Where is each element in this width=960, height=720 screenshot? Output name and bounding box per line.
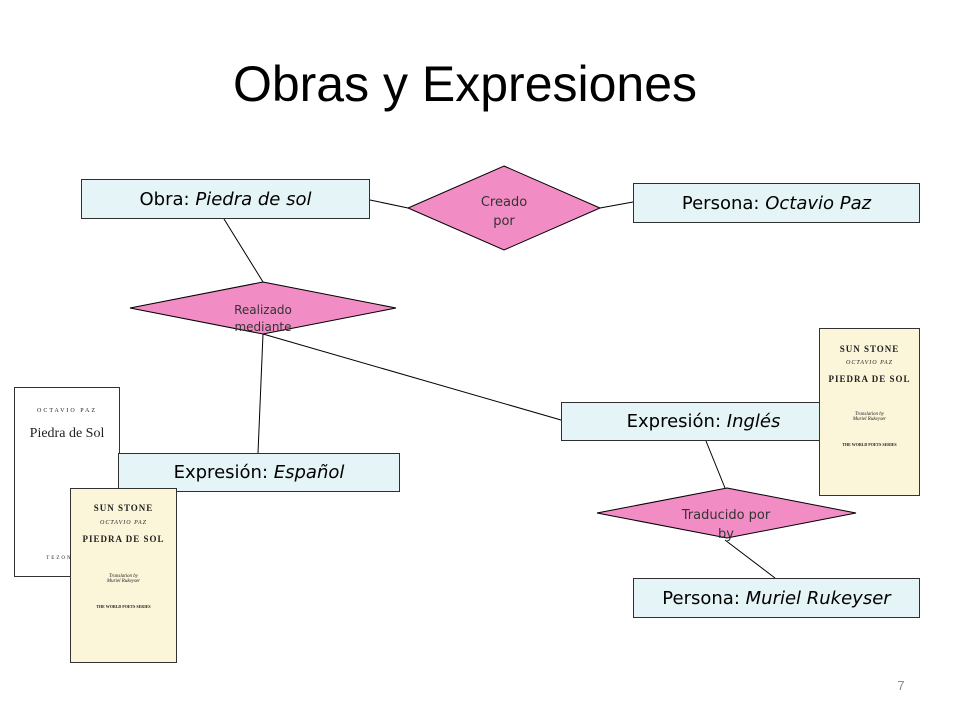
entity-expresion-ingles-prefix: Expresión: — [626, 411, 722, 432]
traducido-por-label: Traducido por by — [656, 506, 796, 544]
connector-realizado-ingles — [262, 333, 562, 421]
realizado-mediante-line1: Realizado — [234, 303, 292, 317]
english-cover-left-subtitle: PIEDRA DE SOL — [82, 534, 165, 544]
entity-persona-paz-prefix: Persona: — [681, 192, 760, 214]
entity-expresion-espanol-prefix: Expresión: — [173, 462, 269, 483]
entity-obra-piedra-de-sol: Obra: Piedra de sol — [81, 179, 370, 219]
realizado-mediante-line2: mediante — [234, 320, 292, 334]
entity-obra-prefix: Obra: — [139, 188, 190, 210]
english-cover-left-author: OCTAVIO PAZ — [100, 520, 147, 526]
english-cover-left-translation-1: Translation by — [108, 574, 139, 579]
entity-expresion-espanol: Expresión: Español — [118, 453, 400, 492]
entity-persona-rukeyser-prefix: Persona: — [662, 587, 740, 609]
connector-creado-persona-paz — [599, 201, 634, 209]
english-cover-right-subtitle: PIEDRA DE SOL — [828, 374, 911, 384]
slide-title: Obras y Expresiones — [232, 56, 698, 112]
entity-persona-rukeyser-value: Muriel Rukeyser — [745, 587, 891, 609]
connector-ingles-traducido — [705, 440, 726, 489]
spanish-cover-title: Piedra de Sol — [29, 426, 105, 441]
entity-obra-value: Piedra de sol — [195, 188, 312, 210]
page-number: 7 — [897, 678, 905, 693]
creado-por-line2: por — [493, 214, 515, 229]
connector-traducido-rukeyser — [724, 539, 776, 579]
english-cover-left-title: SUN STONE — [93, 503, 154, 513]
relationship-diamond-traducido-por — [596, 487, 857, 539]
relationship-diamond-realizado-mediante — [129, 281, 397, 335]
english-cover-left-series: THE WORLD POETS SERIES — [96, 604, 151, 609]
entity-expresion-ingles: Expresión: Inglés — [561, 402, 846, 441]
book-cover-sun-stone-english-left: SUN STONE OCTAVIO PAZ PIEDRA DE SOL Tran… — [70, 488, 177, 663]
relationship-diamond-creado-por — [406, 165, 602, 251]
spanish-cover-publisher: TEZONTLE — [46, 556, 88, 561]
entity-persona-octavio-paz: Persona: Octavio Paz — [633, 183, 920, 223]
english-cover-right-translation-2: Muriel Rukeyser — [852, 417, 887, 422]
traducido-por-line1: Traducido por — [681, 508, 771, 523]
entity-expresion-espanol-value: Español — [273, 462, 345, 483]
spanish-cover-author: OCTAVIO PAZ — [36, 408, 98, 414]
english-cover-right-author: OCTAVIO PAZ — [846, 360, 893, 366]
connector-obra-realizado — [223, 218, 264, 283]
book-cover-sun-stone-english-right: SUN STONE OCTAVIO PAZ PIEDRA DE SOL Tran… — [819, 328, 920, 496]
realizado-mediante-label: Realizado mediante — [213, 302, 313, 336]
creado-por-line1: Creado — [480, 195, 528, 210]
connector-realizado-espanol — [257, 333, 264, 454]
english-cover-left-translation-2: Muriel Rukeyser — [106, 579, 141, 584]
creado-por-label: Creado por — [454, 193, 554, 231]
entity-expresion-ingles-value: Inglés — [726, 411, 781, 432]
entity-persona-paz-value: Octavio Paz — [765, 192, 872, 214]
traducido-por-line2: by — [718, 527, 734, 542]
connector-obra-creado — [369, 199, 409, 209]
entity-persona-muriel-rukeyser: Persona: Muriel Rukeyser — [633, 578, 920, 618]
english-cover-right-title: SUN STONE — [839, 344, 900, 354]
english-cover-right-series: THE WORLD POETS SERIES — [842, 442, 897, 447]
english-cover-right-translation-1: Translation by — [854, 412, 885, 417]
